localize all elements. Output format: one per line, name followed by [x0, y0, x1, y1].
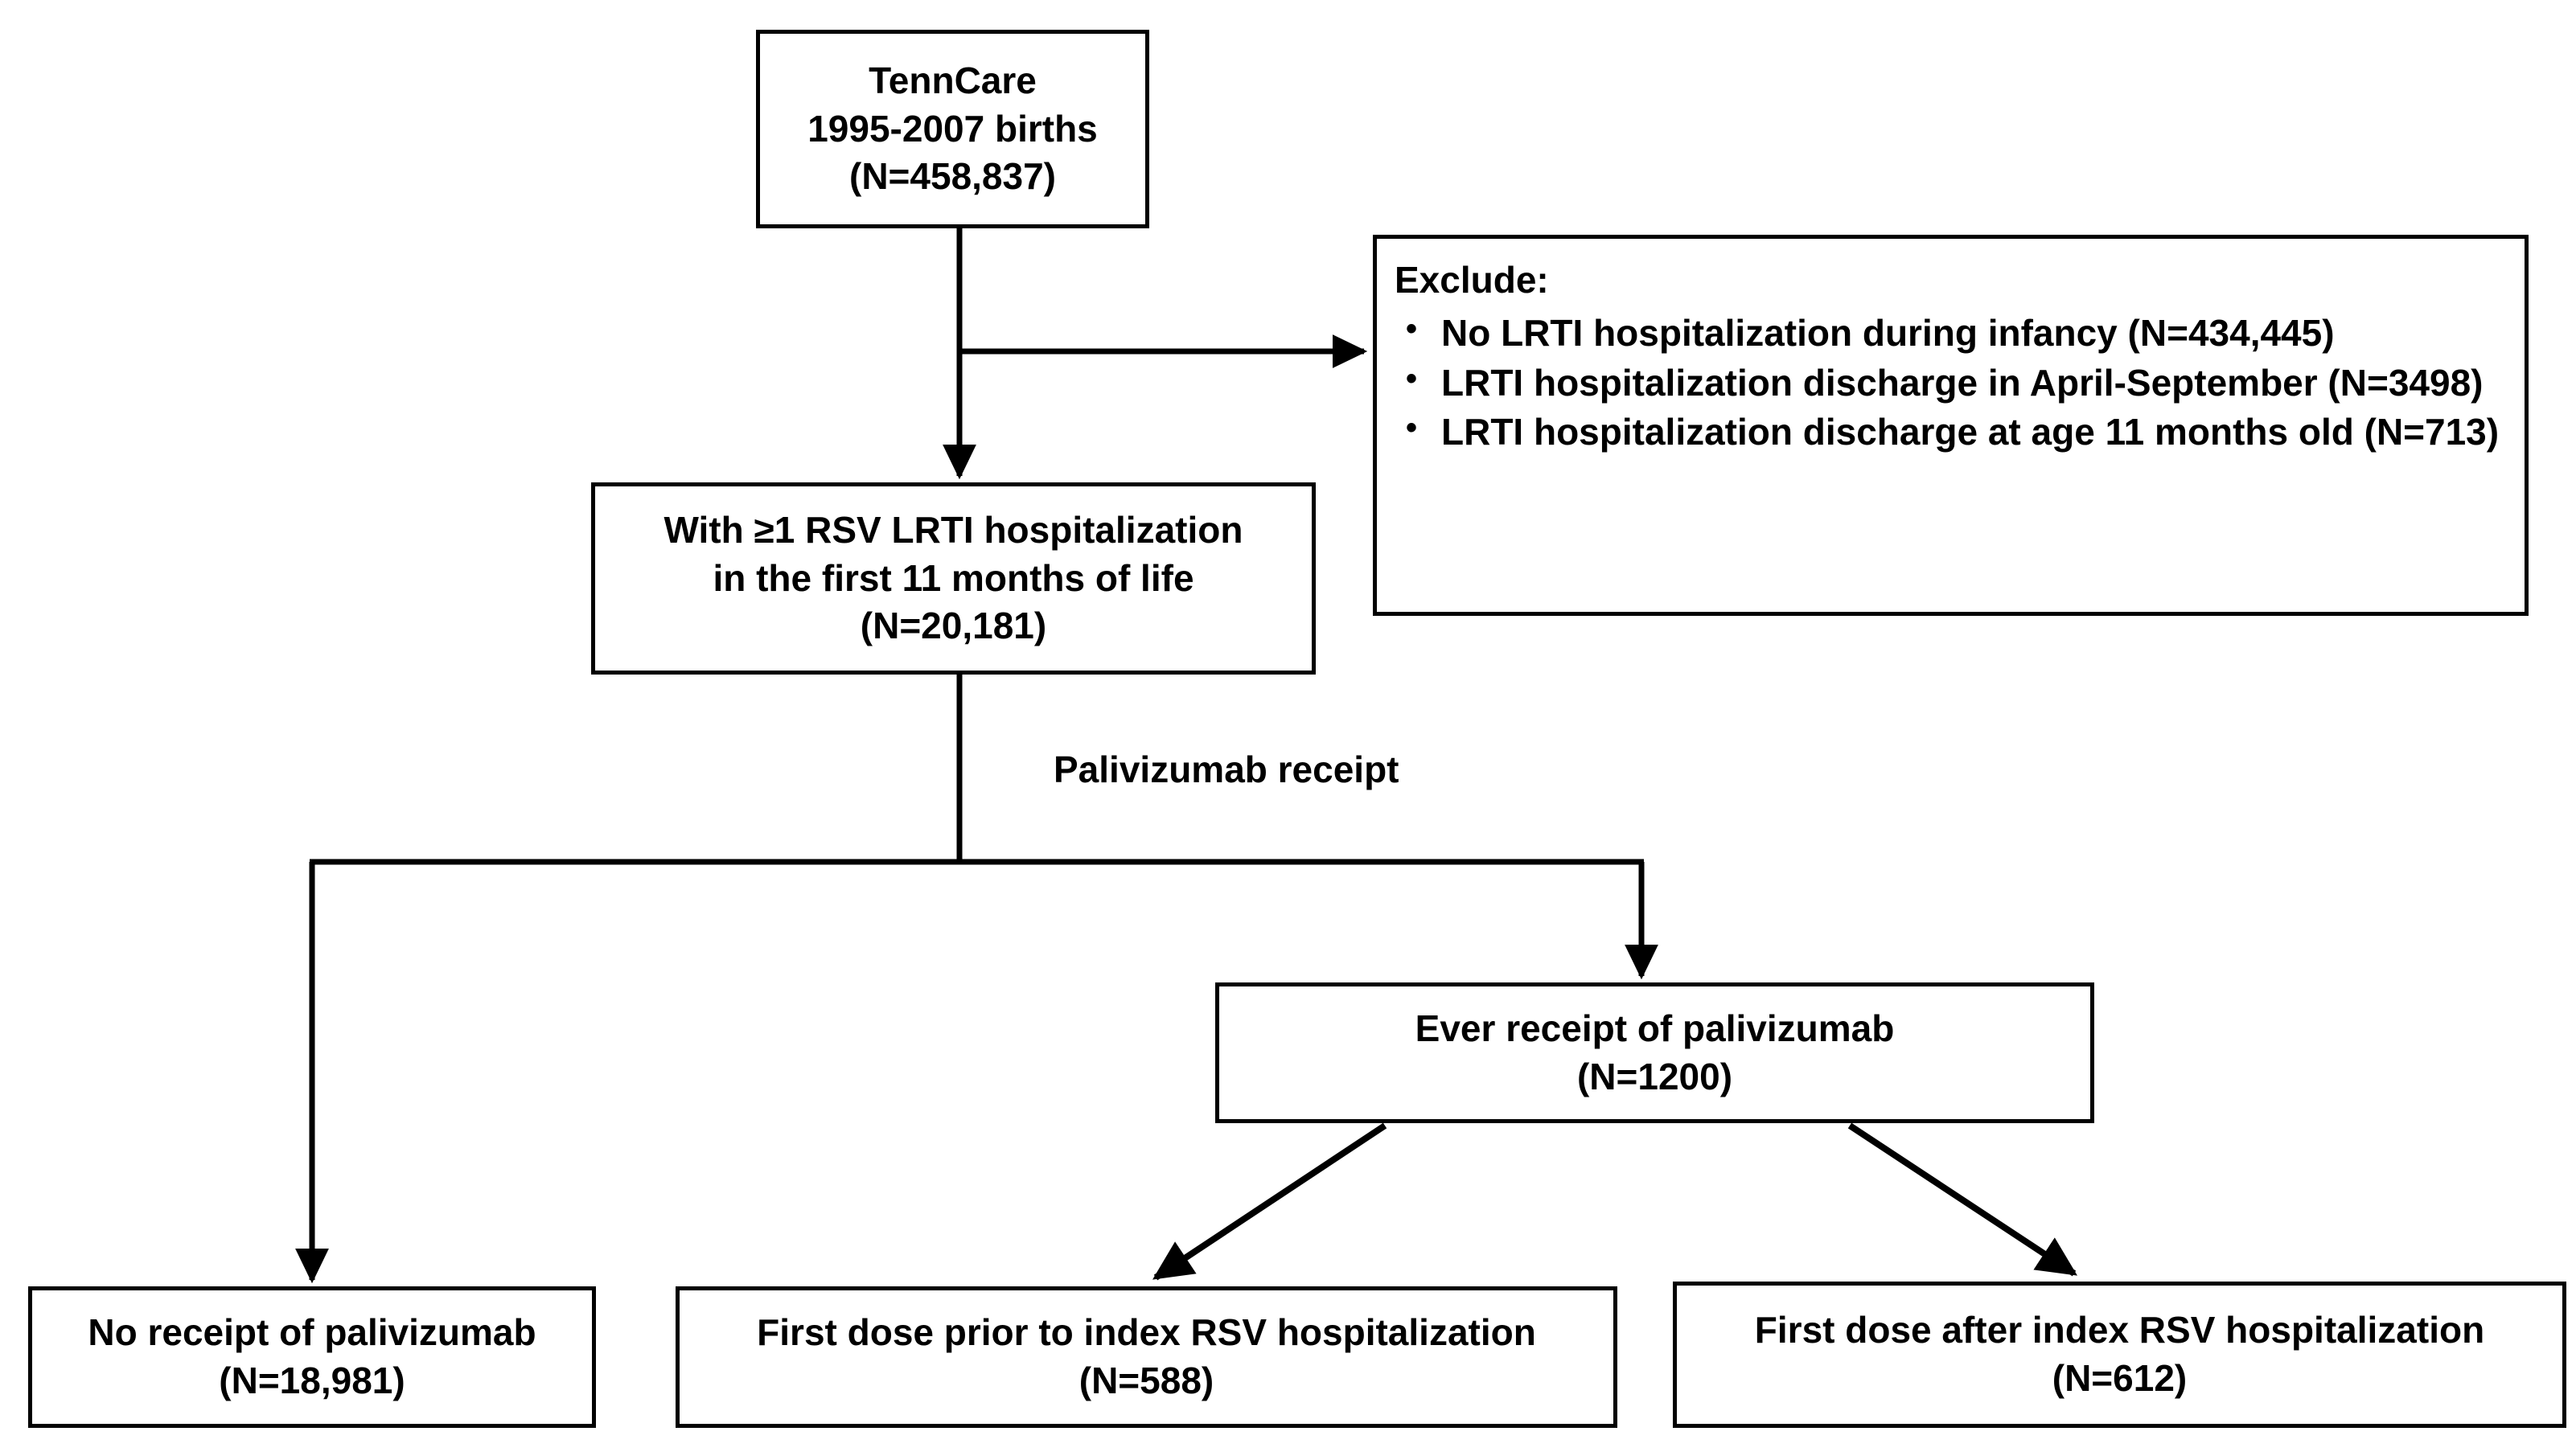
- exclude-title: Exclude:: [1395, 259, 1549, 301]
- edge-label-palivizumab-receipt: Palivizumab receipt: [1054, 749, 1399, 790]
- exclude-list: • No LRTI hospitalization during infancy…: [1395, 310, 2512, 457]
- node-rsv-hospitalization: With ≥1 RSV LRTI hospitalization in the …: [591, 482, 1316, 675]
- node-first-dose-after: First dose after index RSV hospitalizati…: [1673, 1282, 2566, 1428]
- dose-prior-line-2: (N=588): [1078, 1360, 1214, 1401]
- bullet-icon: •: [1406, 360, 1418, 396]
- exclude-item-april-september: • LRTI hospitalization discharge in Apri…: [1395, 359, 2512, 408]
- cohort-line-3: (N=458,837): [849, 155, 1056, 198]
- rsv-line-3: (N=20,181): [860, 605, 1047, 647]
- exclude-item-age-11-months: • LRTI hospitalization discharge at age …: [1395, 408, 2512, 457]
- exclude-item-text: No LRTI hospitalization during infancy (…: [1441, 311, 2335, 354]
- node-exclude-criteria: Exclude: • No LRTI hospitalization durin…: [1373, 235, 2529, 616]
- no-receipt-line-1: No receipt of palivizumab: [88, 1311, 536, 1354]
- node-no-receipt-palivizumab: No receipt of palivizumab (N=18,981): [28, 1286, 596, 1428]
- dose-after-line-2: (N=612): [2052, 1357, 2188, 1399]
- ever-receipt-line-2: (N=1200): [1576, 1055, 1733, 1097]
- cohort-line-1: TennCare: [869, 59, 1037, 101]
- rsv-line-2: in the first 11 months of life: [713, 556, 1194, 599]
- cohort-line-2: 1995-2007 births: [807, 107, 1098, 150]
- bullet-icon: •: [1406, 410, 1418, 446]
- exclude-item-text: LRTI hospitalization discharge at age 11…: [1441, 411, 2500, 453]
- exclude-item-text: LRTI hospitalization discharge in April-…: [1441, 361, 2484, 404]
- node-cohort: TennCare 1995-2007 births (N=458,837): [756, 30, 1149, 228]
- rsv-line-1: With ≥1 RSV LRTI hospitalization: [664, 508, 1243, 551]
- ever-receipt-line-1: Ever receipt of palivizumab: [1415, 1007, 1895, 1049]
- dose-prior-line-1: First dose prior to index RSV hospitaliz…: [757, 1311, 1536, 1354]
- node-first-dose-prior: First dose prior to index RSV hospitaliz…: [676, 1286, 1617, 1428]
- dose-after-line-1: First dose after index RSV hospitalizati…: [1754, 1309, 2485, 1351]
- node-ever-receipt-palivizumab: Ever receipt of palivizumab (N=1200): [1215, 982, 2094, 1123]
- edge-ever-to-dose-prior: [1152, 1122, 1387, 1281]
- exclude-item-no-lrti: • No LRTI hospitalization during infancy…: [1395, 310, 2512, 358]
- no-receipt-line-2: (N=18,981): [219, 1360, 405, 1401]
- edge-ever-to-dose-after: [1847, 1122, 2078, 1277]
- bullet-icon: •: [1406, 310, 1418, 347]
